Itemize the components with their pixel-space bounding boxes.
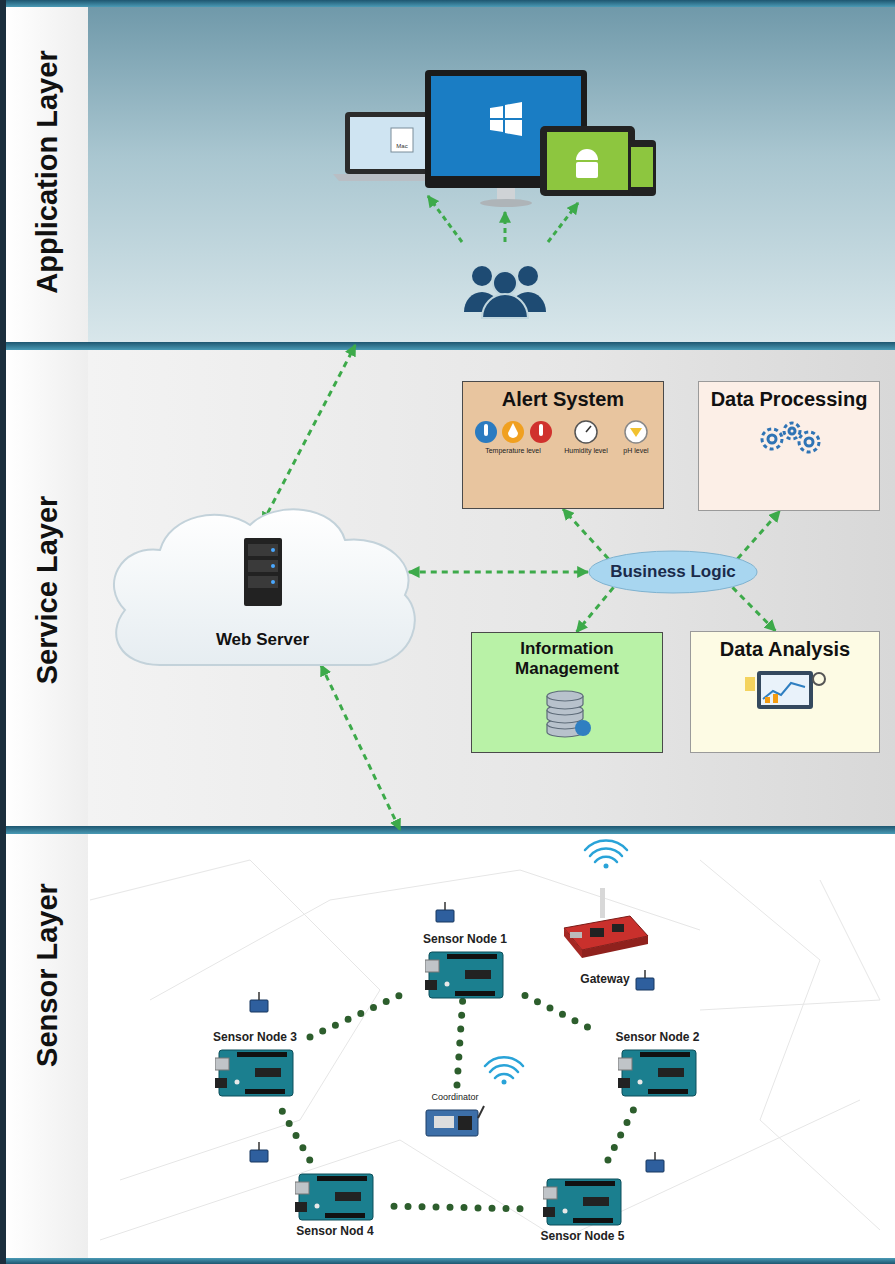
shape-node: Business Logic (588, 550, 758, 594)
dotted-link (310, 993, 405, 1037)
dashed-arrow (738, 511, 780, 559)
screen-label: Mac (391, 143, 413, 149)
left-border (0, 0, 6, 1264)
layer-label: Sensor Layer (31, 883, 64, 1067)
node-title: Business Logic (610, 562, 736, 582)
node-box: Data Processing (698, 381, 880, 511)
layer-band: Application Layer (0, 0, 895, 345)
dashed-arrow (321, 665, 400, 830)
node-title: Information Management (478, 639, 656, 678)
dotted-link (605, 1110, 633, 1165)
node-title: Data Analysis (720, 638, 850, 661)
gateway-board (560, 888, 650, 970)
layer-separator (0, 826, 895, 834)
sensor-level-icons (468, 417, 658, 447)
node-title: Sensor Node 3 (213, 1030, 297, 1044)
node-box: Data Analysis (690, 631, 880, 753)
icon-caption: Humidity level (558, 447, 614, 454)
node-title: Web Server (216, 630, 309, 650)
node-box: Information Management (471, 632, 663, 753)
dashed-arrow (733, 587, 776, 631)
coordinator-board (424, 1104, 486, 1140)
devices-illustration (0, 0, 895, 345)
node-title: Alert System (502, 388, 624, 411)
node-title: Data Processing (711, 388, 868, 411)
dashed-arrow (563, 509, 608, 559)
chart-icon (743, 667, 827, 713)
icon-caption: pH level (614, 447, 658, 454)
node-title: Gateway (580, 972, 629, 986)
icon-caption-row: Temperature levelHumidity levelpH level (468, 447, 658, 454)
layer-label: Application Layer (31, 50, 64, 293)
node-box: Sensor Node 2 (595, 1015, 720, 1110)
dotted-link (282, 1110, 310, 1160)
dashed-arrow (409, 571, 588, 574)
node-title: Sensor Node 2 (615, 1030, 699, 1044)
database-icon (541, 684, 593, 738)
layer-label: Service Layer (31, 496, 64, 685)
node-box: Sensor Node 5 (520, 1165, 645, 1255)
node-box: Sensor Node 1 (405, 930, 525, 1000)
gears-icon (752, 417, 826, 457)
node-box: Sensor Nod 4 (280, 1160, 390, 1250)
node-title: Sensor Node 5 (540, 1229, 624, 1243)
dotted-link (390, 1206, 520, 1209)
sensor-board (543, 1175, 623, 1227)
sensor-board (425, 948, 505, 1000)
layer-separator (0, 1258, 895, 1264)
node-box: Coordinator (410, 1085, 500, 1145)
layer-separator (0, 0, 895, 7)
node-box: Gateway (555, 875, 655, 1000)
layer-band: Service Layer Web Server Alert System Tem… (0, 345, 895, 830)
node-title: Coordinator (431, 1092, 478, 1102)
node-box: Alert System Temperature levelHumidity l… (462, 381, 664, 509)
layer-separator (0, 342, 895, 350)
layer-band: Sensor Layer Sensor Node 1 GatewaySensor … (0, 830, 895, 1264)
server-icon (240, 536, 286, 608)
dashed-arrow (263, 345, 356, 523)
sensor-board (295, 1170, 375, 1222)
shape-node: Web Server (100, 495, 425, 695)
icon-caption: Temperature level (468, 447, 558, 454)
sensor-band-ground (88, 830, 895, 1264)
node-box: Sensor Node 3 (200, 1015, 310, 1110)
dashed-arrow (577, 587, 614, 632)
dotted-link (525, 995, 595, 1030)
sensor-board (215, 1046, 295, 1098)
node-title: Sensor Node 1 (423, 932, 507, 946)
dotted-link (457, 1000, 463, 1085)
sensor-board (618, 1046, 698, 1098)
node-title: Sensor Nod 4 (296, 1224, 373, 1238)
